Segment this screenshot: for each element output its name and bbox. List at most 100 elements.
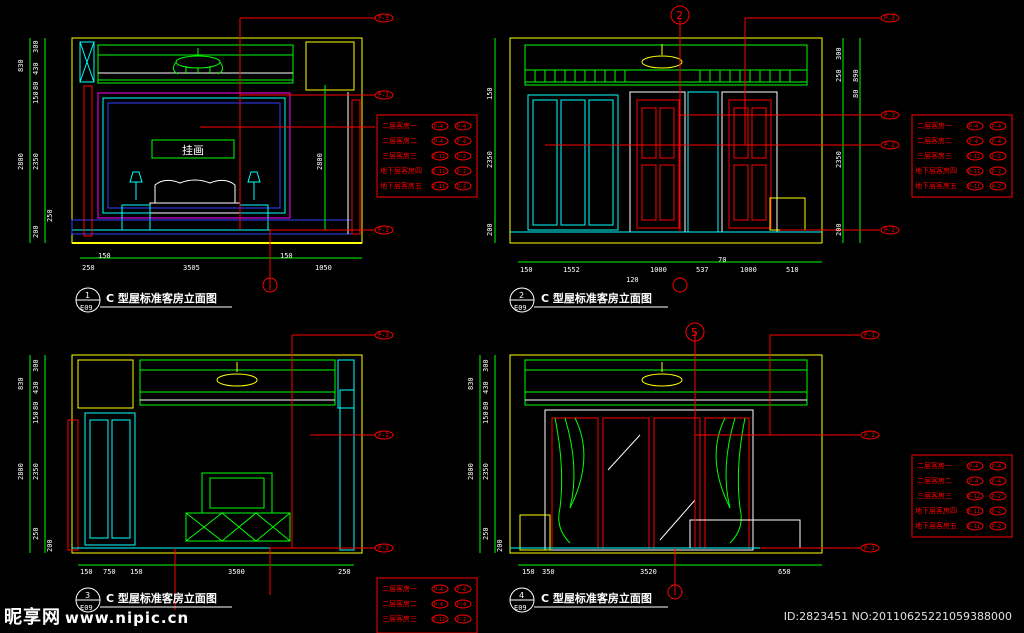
legend-tag: P-11 [968, 524, 980, 530]
dim-text: 200 [32, 225, 40, 238]
legend-tag: P-11 [968, 169, 980, 175]
dim-text: 150 [522, 568, 535, 576]
dim-text: 80 [852, 90, 860, 98]
dim-text: 3500 [228, 568, 245, 576]
dim-text: 3505 [183, 264, 200, 272]
panel-title: C 型屋标准客房立面图 [541, 591, 652, 605]
legend-tag: P-4 [969, 139, 978, 145]
dim-text: 120 [626, 276, 639, 284]
legend-tag: P-4 [969, 479, 978, 485]
dim-text: 2800 [17, 153, 25, 170]
panel-1-headboard-panel [97, 92, 291, 219]
dim-text: 250 [32, 527, 40, 540]
dim-text: 250 [482, 527, 490, 540]
legend-tag: P-4 [992, 139, 1001, 145]
panel-4-chandelier [641, 362, 683, 387]
panel-3-wall-outline [71, 354, 363, 554]
panel-2-chandelier [641, 44, 683, 69]
panel-4-glass-doors [544, 409, 754, 551]
tag-text: P-3 [884, 112, 895, 119]
dim-text: 2350 [486, 151, 494, 168]
tag-text: P-3 [378, 15, 389, 22]
section-marker-5-bottom [667, 584, 683, 600]
title-block-1: 1 E09 C 型屋标准客房立面图 [75, 287, 232, 313]
legend-tag: P-12 [433, 617, 445, 623]
dim-text: 80 [482, 402, 490, 410]
legend-item: 二层客房一 [382, 121, 417, 130]
legend-item: 三层客房三 [917, 151, 952, 160]
dim-text: 537 [696, 266, 709, 274]
dim-text: 150 [482, 411, 490, 424]
tag-text: P-2 [864, 432, 875, 439]
section-marker-2-bottom [672, 277, 688, 293]
panel-2-wardrobe [527, 94, 619, 231]
panel-1: 挂画 [29, 17, 375, 293]
dim-text: 150 [32, 411, 40, 424]
dim-text: 2800 [467, 463, 475, 480]
legend-tag: P-4 [969, 124, 978, 130]
legend-item: 二层客房二 [382, 599, 417, 608]
panel-1-cornice [97, 44, 294, 84]
dim-text: 150 [32, 91, 40, 104]
dim-text: 830 [17, 377, 25, 390]
legend-tag: P-2 [992, 524, 1001, 530]
section-marker-label: 2 [676, 9, 683, 22]
legend-tag: P-2 [457, 154, 466, 160]
panel-2-door-right [721, 91, 778, 233]
legend-item: 三层客房三 [382, 614, 417, 623]
tag-text: P-2 [378, 227, 389, 234]
dim-text: 510 [786, 266, 799, 274]
dim-text: 890 [852, 69, 860, 82]
panel-2-cornice [524, 44, 808, 86]
legend-item: 地下层客房五 [380, 181, 422, 190]
legend-tag: P-2 [992, 509, 1001, 515]
tag-text: P-1 [378, 92, 389, 99]
tag-text: P-2 [378, 545, 389, 552]
legend-tag: P-4 [434, 139, 443, 145]
dim-text: 2350 [32, 153, 40, 170]
title-block-3: 3 E09 C 型屋标准客房立面图 [75, 587, 232, 613]
panel-number: 3 [85, 591, 90, 600]
tag-text: P-2 [884, 142, 895, 149]
dim-text: 1552 [563, 266, 580, 274]
watermark-site: www.nipic.cn [65, 609, 190, 627]
legend-tag: P-2 [457, 184, 466, 190]
panel-number: 4 [519, 591, 524, 600]
dim-text: 750 [103, 568, 116, 576]
tag-text: P-2 [864, 545, 875, 552]
legend-tag: P-4 [992, 479, 1001, 485]
panel-number: 2 [519, 291, 524, 300]
title-block-2: 2 E09 C 型屋标准客房立面图 [509, 287, 668, 313]
dim-text: 1050 [315, 264, 332, 272]
dim-text: 250 [835, 69, 843, 82]
panel-2 [494, 5, 880, 293]
sheet-ref: E09 [514, 304, 527, 312]
dim-text: 70 [718, 256, 726, 264]
dim-text: 150 [520, 266, 533, 274]
legend-tag: P-4 [457, 602, 466, 608]
legend-tag: P-2 [992, 494, 1001, 500]
dim-text: 150 [280, 252, 293, 260]
panel-4-curtains [554, 417, 746, 544]
tag-text: P-2 [378, 432, 389, 439]
tag-text: P-3 [884, 15, 895, 22]
legend-item: 二层客房一 [917, 121, 952, 130]
dim-text: 150 [486, 87, 494, 100]
legend-box-1: 二层客房一 二层客房二 三层客房三 地下层客房四 地下层客房五 P-4 P-4 … [376, 114, 478, 198]
dim-text: 150 [98, 252, 111, 260]
dim-text: 430 [482, 381, 490, 394]
dim-text: 150 [130, 568, 143, 576]
panel-3 [29, 334, 375, 610]
tag-text: P-1 [864, 332, 875, 339]
section-marker-2 [670, 5, 690, 25]
legend-tag: P-4 [457, 587, 466, 593]
panel-4 [479, 322, 860, 600]
legend-tag: P-2 [457, 617, 466, 623]
panel-title: C 型屋标准客房立面图 [106, 291, 217, 305]
legend-item: 二层客房一 [917, 461, 952, 470]
dim-text: 830 [17, 59, 25, 72]
section-marker-label: 5 [691, 326, 698, 339]
watermark-logo-text: 昵享网 [4, 607, 61, 628]
